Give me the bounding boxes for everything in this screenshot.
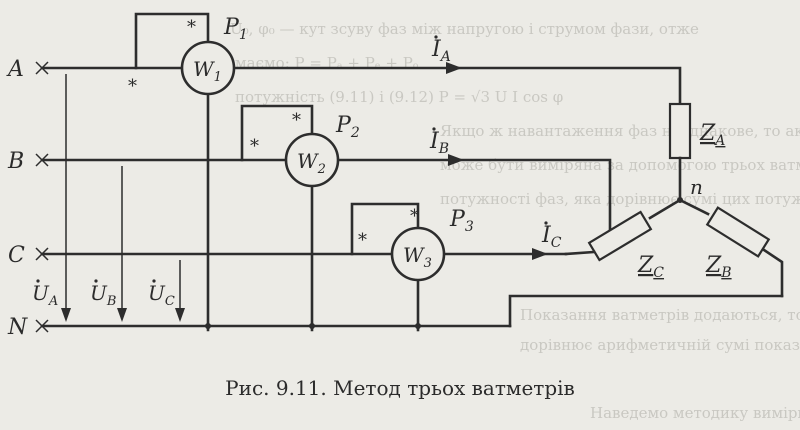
p1-label: P1 — [223, 15, 248, 43]
bleed-line-8: дорівнює арифметичній сумі показань трьо… — [520, 336, 800, 354]
zb-upper-lead — [678, 198, 710, 216]
arrow-ic — [532, 248, 548, 260]
w2-asterisk-top: * — [292, 110, 301, 131]
current-label-c: IC — [541, 223, 562, 251]
current-arrows — [446, 62, 548, 260]
current-labels: IA IB IC — [429, 35, 562, 251]
w2-current-coil-loop — [240, 104, 314, 162]
arrow-ib — [448, 154, 464, 166]
meter-symbols: W1 W2 W3 — [193, 57, 432, 271]
bleed-line-1: U₀, φ₀ — кут зсуву фаз між напругою і ст… — [230, 20, 699, 38]
w3-current-coil-loop — [350, 202, 420, 256]
junction-dots — [205, 323, 421, 329]
power-labels: P1 P2 P3 — [223, 15, 474, 235]
ia-dot — [434, 35, 438, 39]
w3-symbol: W3 — [403, 243, 432, 271]
impedance-label-c: ZC — [637, 253, 664, 281]
w2-meter-circle — [284, 132, 340, 188]
zc-lower-lead — [564, 250, 596, 256]
phase-labels: A B C N — [6, 57, 28, 340]
impedance-label-b: ZB — [705, 253, 732, 281]
impedance-zb — [705, 206, 771, 258]
bleed-line-6: потужності фаз, яка дорівнює сумі цих по… — [440, 190, 800, 208]
impedance-label-a: ZA — [699, 121, 725, 149]
w1-symbol: W1 — [193, 57, 222, 85]
bleed-line-7: Показання ватметрів додаються, тобто заг… — [520, 306, 800, 324]
line-b-out — [334, 158, 612, 234]
uc-dot — [152, 279, 156, 283]
phase-label-n: N — [7, 315, 28, 340]
voltage-arrow-uc-head — [175, 308, 185, 322]
wattmeter-w2 — [240, 104, 340, 332]
voltage-label-c: UC — [148, 281, 175, 309]
wattmeter-w3 — [350, 202, 446, 332]
impedance-labels: ZA ZC ZB n — [637, 121, 732, 281]
current-label-b: IB — [429, 129, 449, 157]
zc-upper-lead — [648, 198, 682, 220]
w1-meter-circle — [180, 40, 236, 96]
voltage-labels: UA UB UC — [32, 279, 175, 309]
phase-label-b: B — [7, 149, 24, 174]
bleed-line-3: потужність (9.11) і (9.12) P = √3 U I co… — [235, 88, 563, 106]
terminals — [35, 61, 49, 333]
phase-label-a: A — [6, 57, 24, 82]
figure-caption: Рис. 9.11. Метод трьох ватметрів — [225, 376, 575, 400]
impedance-za — [668, 102, 692, 160]
w2-symbol: W2 — [297, 149, 326, 177]
phase-label-c: C — [8, 243, 25, 268]
w2-asterisk-left: * — [250, 136, 259, 157]
terminal-b — [35, 153, 49, 167]
terminal-n — [35, 319, 49, 333]
current-label-a: IA — [431, 37, 451, 65]
bleed-line-4: Якщо ж навантаження фаз неоднакове, то а… — [440, 122, 800, 140]
voltage-label-a: UA — [32, 281, 58, 309]
neutral-point-label: n — [690, 175, 703, 199]
phase-lines — [40, 66, 682, 328]
arrow-ia — [446, 62, 462, 74]
ib-dot — [432, 127, 436, 131]
neutral-return — [508, 294, 784, 328]
w3-meter-circle — [390, 226, 446, 282]
voltage-arrow-ub-head — [117, 308, 127, 322]
w1-asterisk-top: * — [187, 17, 196, 38]
bleed-through-text: U₀, φ₀ — кут зсуву фаз між напругою і ст… — [230, 20, 800, 422]
asterisks: * * * * * * — [128, 17, 419, 251]
w1-asterisk-left: * — [128, 76, 137, 97]
voltage-arrow-ua-head — [61, 308, 71, 322]
star-load — [508, 102, 784, 328]
ic-dot — [544, 221, 548, 225]
ua-dot — [36, 279, 40, 283]
junction-w3-n — [415, 323, 421, 329]
p2-label: P2 — [335, 113, 360, 141]
neutral-point-dot — [677, 197, 683, 203]
p3-label: P3 — [449, 207, 474, 235]
w3-asterisk-top: * — [410, 206, 419, 227]
junction-w2-n — [309, 323, 315, 329]
w1-current-coil-loop — [134, 12, 210, 70]
terminal-a — [35, 61, 49, 75]
zb-lower-lead — [762, 248, 784, 298]
bleed-line-9: Наведемо методику вимірювання потужності… — [590, 404, 800, 422]
terminal-c — [35, 247, 49, 261]
w3-asterisk-left: * — [358, 230, 367, 251]
ub-dot — [94, 279, 98, 283]
line-a-out — [232, 66, 682, 106]
wattmeter-w1 — [134, 12, 236, 332]
junction-w1-n — [205, 323, 211, 329]
voltage-label-b: UB — [90, 281, 116, 309]
voltage-arrows — [61, 74, 185, 322]
